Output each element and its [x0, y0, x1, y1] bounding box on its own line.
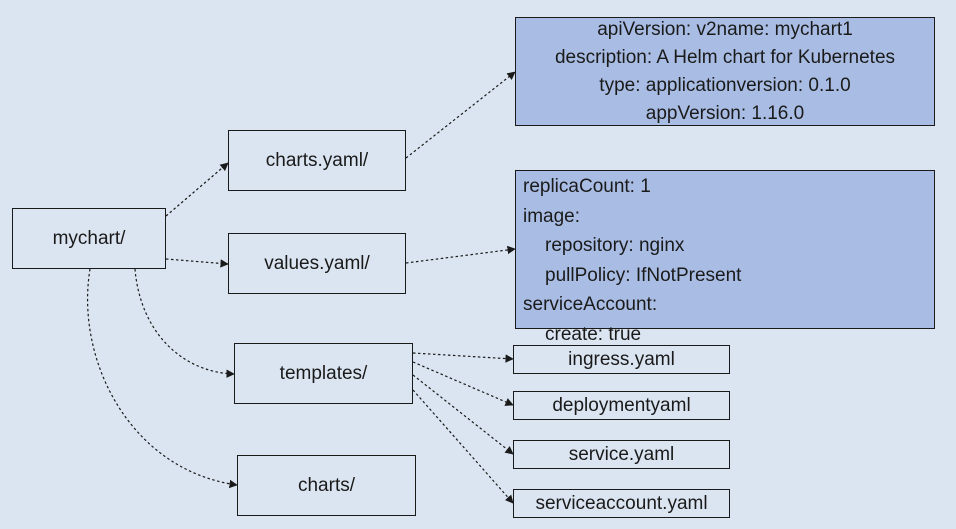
- chart-info-box: apiVersion: v2name: mychart1 description…: [515, 17, 935, 126]
- edge-root-to-templates: [134, 268, 235, 378]
- node-serviceaccount-yaml: serviceaccount.yaml: [513, 489, 730, 518]
- node-charts-yaml: charts.yaml/: [228, 130, 406, 191]
- values-info-line: replicaCount: 1: [523, 176, 651, 197]
- node-ingress-yaml: ingress.yaml: [513, 345, 730, 374]
- values-info-line: repository: nginx: [545, 235, 685, 256]
- node-mychart: mychart/: [12, 208, 166, 269]
- node-deployment-yaml: deploymentyaml: [513, 391, 730, 420]
- chart-info-line: type: applicationversion: 0.1.0: [599, 74, 851, 96]
- values-info-box: replicaCount: 1 image: repository: nginx…: [515, 170, 935, 345]
- edge-root-to-values-yaml: [165, 258, 229, 268]
- edge-charts-yaml-to-chart-info: [405, 71, 516, 159]
- edge-root-to-charts-yaml: [165, 162, 229, 217]
- chart-info-line: description: A Helm chart for Kubernetes: [554, 46, 896, 68]
- chart-info-line: appVersion: 1.16.0: [645, 102, 805, 124]
- edge-values-yaml-to-values-info: [405, 245, 516, 264]
- node-values-yaml: values.yaml/: [228, 233, 406, 294]
- edge-templates-to-ingress: [412, 352, 514, 363]
- edge-templates-to-service: [412, 374, 514, 455]
- edge-root-to-charts-dir: [86, 268, 238, 489]
- values-info-line: image:: [523, 205, 581, 227]
- edge-templates-to-serviceaccount: [412, 389, 514, 504]
- chart-info-line: apiVersion: v2name: mychart1: [597, 18, 853, 40]
- node-charts-dir: charts/: [237, 455, 416, 516]
- edge-templates-to-deployment: [412, 361, 514, 406]
- node-templates: templates/: [234, 343, 413, 404]
- values-info-line: serviceAccount:: [523, 294, 658, 315]
- values-info-line: pullPolicy: IfNotPresent: [545, 264, 742, 286]
- node-service-yaml: service.yaml: [513, 440, 730, 469]
- values-info-line: create: true: [545, 323, 642, 345]
